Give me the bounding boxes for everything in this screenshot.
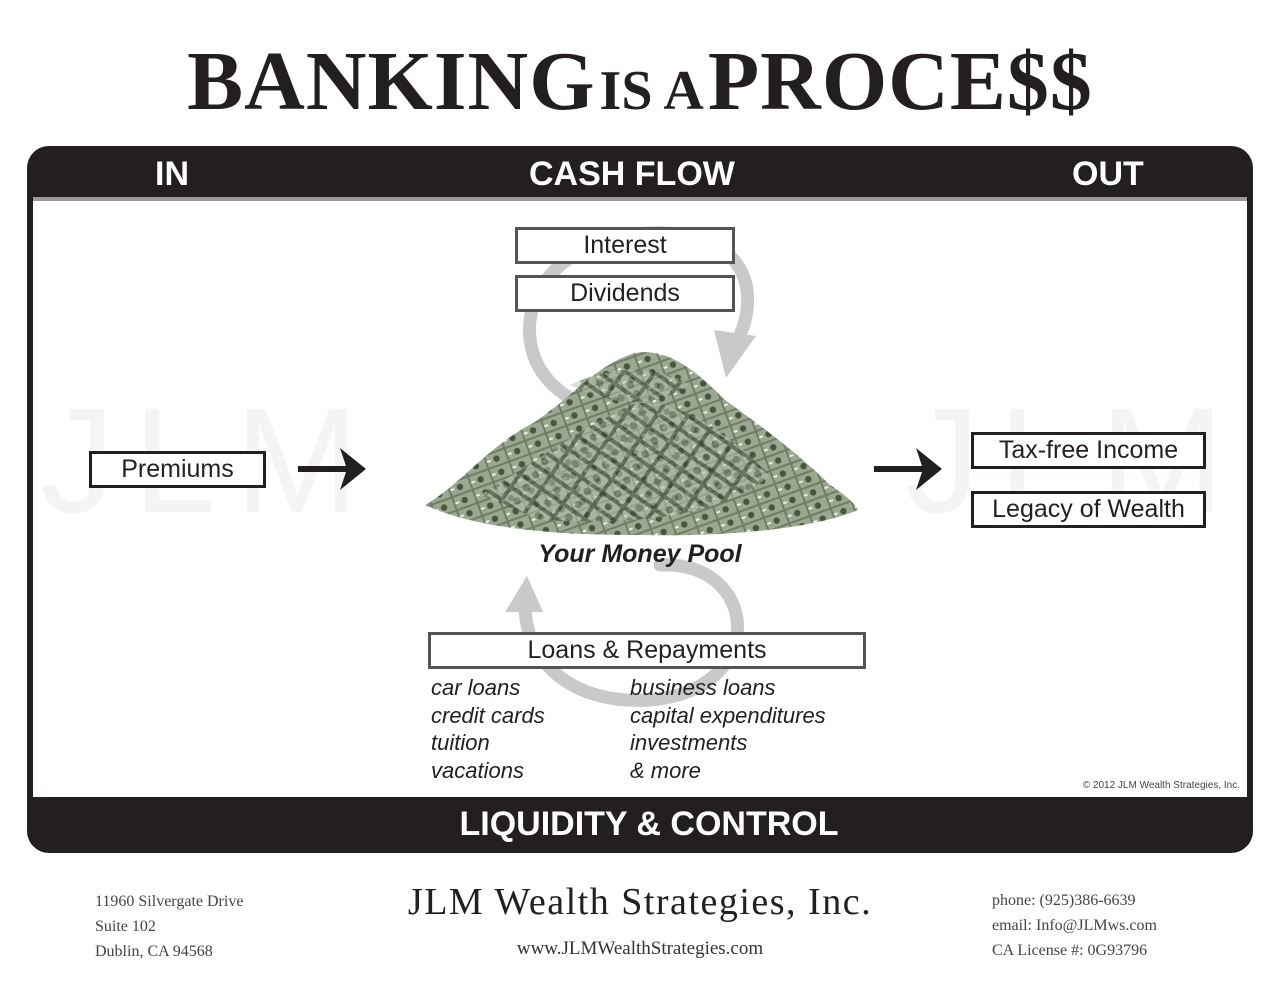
- list-item: & more: [630, 757, 701, 783]
- website-link[interactable]: www.JLMWealthStrategies.com: [516, 938, 764, 959]
- loan-uses-right-list: business loans capital expenditures inve…: [630, 674, 870, 784]
- list-item: tuition: [431, 730, 490, 755]
- header-out: OUT: [1072, 155, 1144, 193]
- loans-repayments-box: Loans & Repayments: [428, 632, 866, 669]
- address-line: 11960 Silvergate Drive: [95, 893, 244, 910]
- list-item: credit cards: [431, 702, 545, 728]
- contact-phone: phone: (925)386-6639: [992, 892, 1136, 909]
- legacy-of-wealth-box: Legacy of Wealth: [971, 491, 1206, 528]
- tax-free-income-box: Tax-free Income: [971, 432, 1206, 469]
- footer-contact: phone: (925)386-6639 email: Info@JLMws.c…: [992, 888, 1157, 963]
- premiums-box: Premiums: [89, 451, 266, 488]
- premiums-label: Premiums: [121, 455, 234, 483]
- interest-box: Interest: [515, 227, 735, 264]
- footer-band-label: LIQUIDITY & CONTROL: [459, 805, 839, 843]
- contact-license: CA License #: 0G93796: [992, 942, 1148, 959]
- footer-address: 11960 Silvergate Drive Suite 102 Dublin,…: [95, 889, 243, 964]
- header-in: IN: [155, 155, 189, 193]
- list-item: vacations: [431, 757, 524, 783]
- arrow-right-icon: [298, 448, 366, 490]
- address-line: Suite 102: [95, 918, 156, 935]
- page-title: BANKING IS A PROCE$$: [0, 40, 1280, 124]
- contact-email[interactable]: email: Info@JLMws.com: [992, 917, 1157, 934]
- copyright-notice: © 2012 JLM Wealth Strategies, Inc.: [1082, 780, 1240, 791]
- money-pile-illustration: [425, 352, 858, 536]
- title-is-a: IS A: [599, 60, 704, 122]
- list-item: capital expenditures: [630, 702, 826, 728]
- tax-free-income-label: Tax-free Income: [998, 436, 1179, 464]
- interest-label: Interest: [583, 231, 667, 259]
- legacy-of-wealth-label: Legacy of Wealth: [992, 495, 1185, 523]
- list-item: investments: [630, 730, 748, 755]
- company-name: JLM Wealth Strategies, Inc.: [407, 881, 873, 923]
- address-line: Dublin, CA 94568: [95, 943, 213, 960]
- dividends-label: Dividends: [570, 279, 680, 307]
- list-item: car loans: [431, 675, 521, 700]
- money-pool-label: Your Money Pool: [538, 540, 742, 568]
- arrow-right-icon: [874, 448, 942, 490]
- header-cash-flow: CASH FLOW: [529, 155, 735, 193]
- loans-repayments-label: Loans & Repayments: [527, 636, 767, 664]
- title-banking: BANKING: [187, 35, 596, 128]
- title-process: PROCE$$: [707, 35, 1093, 128]
- list-item: business loans: [630, 675, 776, 700]
- dividends-box: Dividends: [515, 275, 735, 312]
- loan-uses-left-list: car loans credit cards tuition vacations: [431, 674, 621, 784]
